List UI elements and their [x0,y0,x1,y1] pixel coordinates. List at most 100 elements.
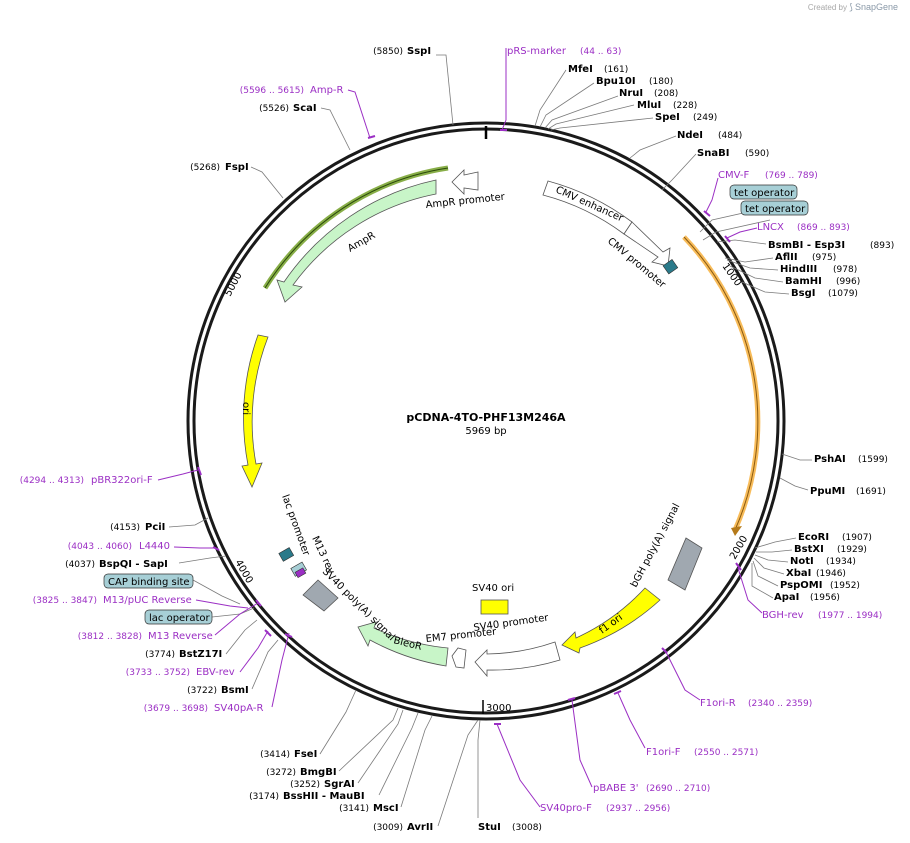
cmv-f-range: (769 .. 789) [765,171,818,181]
plead-lncx [726,227,758,239]
f1ori-r-label: F1ori-R [700,698,736,709]
lncx-range: (869 .. 893) [797,223,850,233]
bmgbi-pos: (3272) [266,768,296,778]
lead-pshai [781,453,812,461]
lead-mfei [534,69,567,127]
plead-sv40pro-f [496,723,541,808]
lead-ecori [754,537,797,549]
pbabe-label: pBABE 3' [593,783,639,794]
bstxi-pos: (1929) [837,545,867,555]
pcii-pos: (4153) [110,523,140,533]
xbai-pos: (1946) [816,569,846,579]
lead-fspi [250,166,284,199]
tet-operator-2-label: tet operator [745,204,806,215]
lead-fsei [319,689,357,755]
amp-r-label: Amp-R [310,85,344,96]
sv40-ori-label: SV40 ori [472,583,514,594]
lead-scai [320,107,351,151]
plead-m13-puc [195,599,249,609]
cds-arc-line [683,236,759,531]
lead-sgrai [357,709,404,784]
lead-ppumi [779,477,809,491]
apai-pos: (1956) [810,593,840,603]
lead-bpu10i [539,82,595,128]
ndei-label: NdeI [677,130,703,141]
snapgene-credit: Created by ⟆ SnapGene [808,2,898,13]
plead-amp-r [347,89,371,139]
primer-leaders [157,48,763,808]
pspomi-label: PspOMI [780,580,822,591]
pshai-label: PshAI [814,454,846,465]
em7-promoter-label: EM7 promoter [425,627,498,645]
lead-noti [754,554,789,563]
mark-pbr322 [197,466,202,476]
mark-f1ori-r [661,647,668,654]
lead-prui [544,95,619,129]
cmv-enhancer-label: CMV enhancer [554,185,626,225]
lead-bsmi [251,639,279,690]
fspi-label: FspI [225,162,249,173]
lead-sspi [436,54,454,126]
avrii-pos: (3009) [373,823,403,833]
sv40-promoter-feature [474,641,561,678]
bsgi-pos: (1079) [828,289,858,299]
plead-pbr322 [157,469,199,481]
m13-puc-label: M13/pUC Reverse [103,595,192,606]
boxed-labels: tet operator tet operator CAP binding si… [103,184,809,625]
sv40-polya-label: SV40 poly(A) signal [320,566,397,643]
pbabe-range: (2690 .. 2710) [646,784,710,794]
bleor-feature [357,621,449,667]
lead-hindiii [726,259,779,271]
cds-arrowhead [731,526,742,536]
lead-bmgbi [338,707,399,772]
cmv-f-label: CMV-F [718,170,749,181]
pspomi-pos: (1952) [830,581,860,591]
plead-bgh-rev [737,567,763,614]
bsshii-label: BssHII - MauBI [283,791,365,802]
lead-pcii [168,517,209,528]
hindiii-label: HindIII [780,264,817,275]
tet-operator-mark [662,259,679,275]
lead-bamhi [729,265,784,283]
plead-m13-reverse [214,602,259,636]
mark-lncx [724,235,731,243]
bspqi-pos: (4037) [65,560,95,570]
cap-site-mark [278,547,295,562]
plead-cmv-f [705,177,719,213]
bamhi-label: BamHI [785,276,822,287]
enzyme-leaders [168,54,812,827]
sgrai-label: SgrAI [324,779,355,790]
fspi-pos: (5268) [190,163,220,173]
plead-pbabe [571,699,593,788]
bsmi-pos: (3722) [187,686,217,696]
sspi-label: SspI [407,46,431,57]
tet-operator-1-label: tet operator [734,188,795,199]
ori-label: ori [240,402,251,415]
noti-pos: (1934) [826,557,856,567]
bstz17i-pos: (3774) [145,650,175,660]
cap-site-box [103,573,194,589]
l4440-range: (4043 .. 4060) [68,542,132,552]
plead-f1ori-f [617,692,646,749]
msci-label: MscI [373,803,399,814]
ampr-highlight-line [264,167,449,289]
sv40pa-r-range: (3679 .. 3698) [144,704,208,714]
mfei-pos: (161) [604,65,628,75]
lead-aflii [724,257,774,263]
f1ori-r-range: (2340 .. 2359) [748,699,812,709]
fsei-label: FseI [294,749,317,760]
xbai-label: XbaI [786,568,811,579]
sv40-polya-feature [302,579,339,612]
lead-avrii [437,719,479,827]
scai-label: ScaI [293,103,317,114]
m13-puc-range: (3825 .. 3847) [33,596,97,606]
lead-cap-site [192,579,241,605]
primer-labels: pRS-marker (44 .. 63) CMV-F (769 .. 789)… [20,46,883,814]
plead-prs-marker [501,48,507,131]
mlui-label: MluI [637,100,661,111]
pbr322-range: (4294 .. 4313) [20,476,84,486]
credit-prefix: Created by [807,3,847,12]
pbr322-label: pBR322ori-F [91,475,153,486]
plasmid-name: pCDNA-4TO-PHF13M246A [406,411,566,424]
tet-operator-2-box [740,200,809,216]
